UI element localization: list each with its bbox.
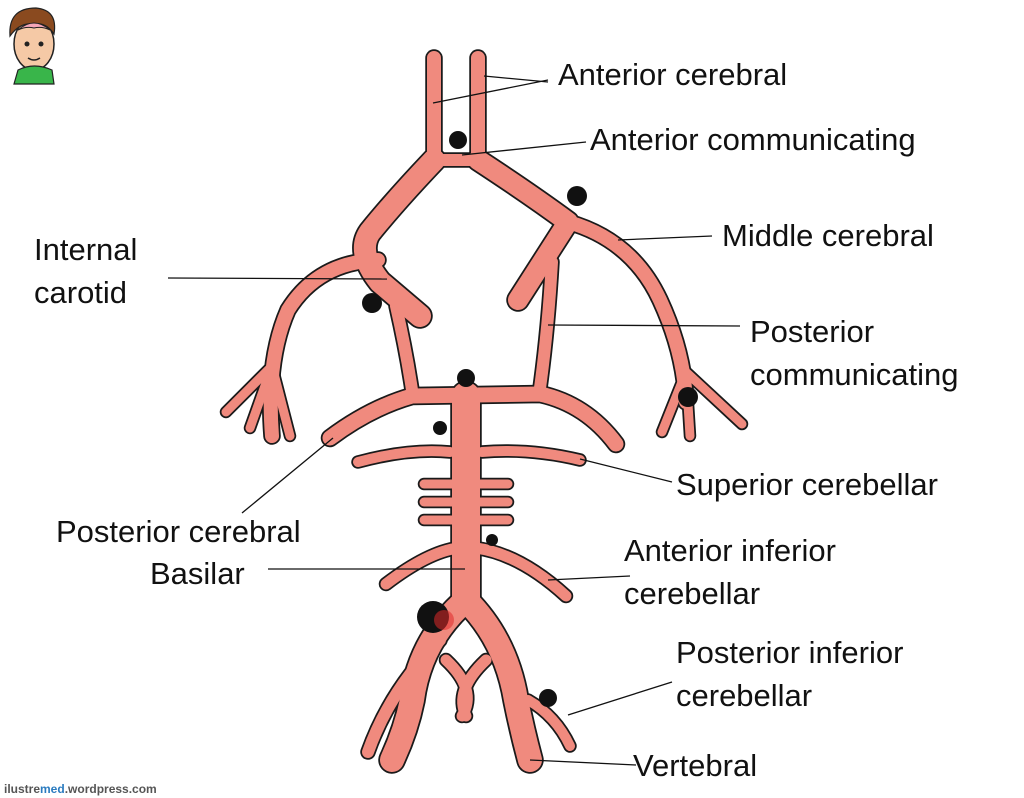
label-anterior-communicating: Anterior communicating [590,122,916,157]
aneurysm-anterior-inferior-cerebellar [486,534,498,546]
artery-vertebral-left-branch [362,634,446,758]
artery-superior-cerebellar [353,446,585,467]
label-superior-cerebellar: Superior cerebellar [676,467,938,502]
label-internal-carotid-line1: Internal [34,232,137,267]
aneurysm-superior-cerebellar [433,421,447,435]
credit-suffix: .wordpress.com [65,782,157,796]
artery-middle-cerebral-left-b2 [245,361,277,433]
aneurysm-internal-carotid [362,293,382,313]
label-basilar: Basilar [150,556,245,591]
label-internal-carotid-line2: carotid [34,275,127,310]
label-posterior-communicating-line1: Posterior [750,314,874,349]
leader-lines [167,75,741,766]
label-anterior-cerebral: Anterior cerebral [558,57,787,92]
artery-anterior-inferior-cerebellar [380,542,572,602]
artery-vertebral-right [454,588,542,772]
credit-prefix: ilustre [4,782,40,796]
rupture-highlight [434,610,454,630]
aneurysm-basilar-tip [457,369,475,387]
label-posterior-inferior-cerebellar-line2: cerebellar [676,678,812,713]
source-credit: ilustremed.wordpress.com [4,782,157,796]
label-posterior-cerebral: Posterior cerebral [56,514,301,549]
artery-posterior-communicating-left [390,300,418,396]
aneurysm-middle-cerebral-upper [567,186,587,206]
label-anterior-inferior-cerebellar-line1: Anterior inferior [624,533,836,568]
aneurysm-markers [362,131,698,707]
artery-middle-cerebral-right-b1 [657,367,691,437]
artery-middle-cerebral-right [561,215,693,409]
artery-middle-cerebral-right-b3 [681,367,747,429]
aneurysm-middle-cerebral-branch [678,387,698,407]
artery-middle-cerebral-left-b1 [221,361,277,417]
label-vertebral: Vertebral [633,748,757,783]
credit-accent: med [40,782,65,796]
artery-middle-cerebral-left-b3 [267,361,295,441]
aneurysm-anterior-communicating [449,131,467,149]
artery-network [219,49,749,774]
artery-vertebral-right-inner [457,654,492,722]
label-posterior-communicating-line2: communicating [750,357,958,392]
label-posterior-inferior-cerebellar-line1: Posterior inferior [676,635,903,670]
label-anterior-inferior-cerebellar-line2: cerebellar [624,576,760,611]
label-middle-cerebral: Middle cerebral [722,218,934,253]
artery-posterior-inferior-cerebellar [523,695,575,751]
labels: Anterior cerebral Anterior communicating… [34,57,958,783]
artery-posterior-communicating-right [534,256,558,394]
aneurysm-posterior-inferior-cerebellar [539,689,557,707]
mascot-logo [9,7,56,85]
artery-internal-carotid-left [353,149,445,327]
artery-middle-cerebral-left [263,253,385,443]
